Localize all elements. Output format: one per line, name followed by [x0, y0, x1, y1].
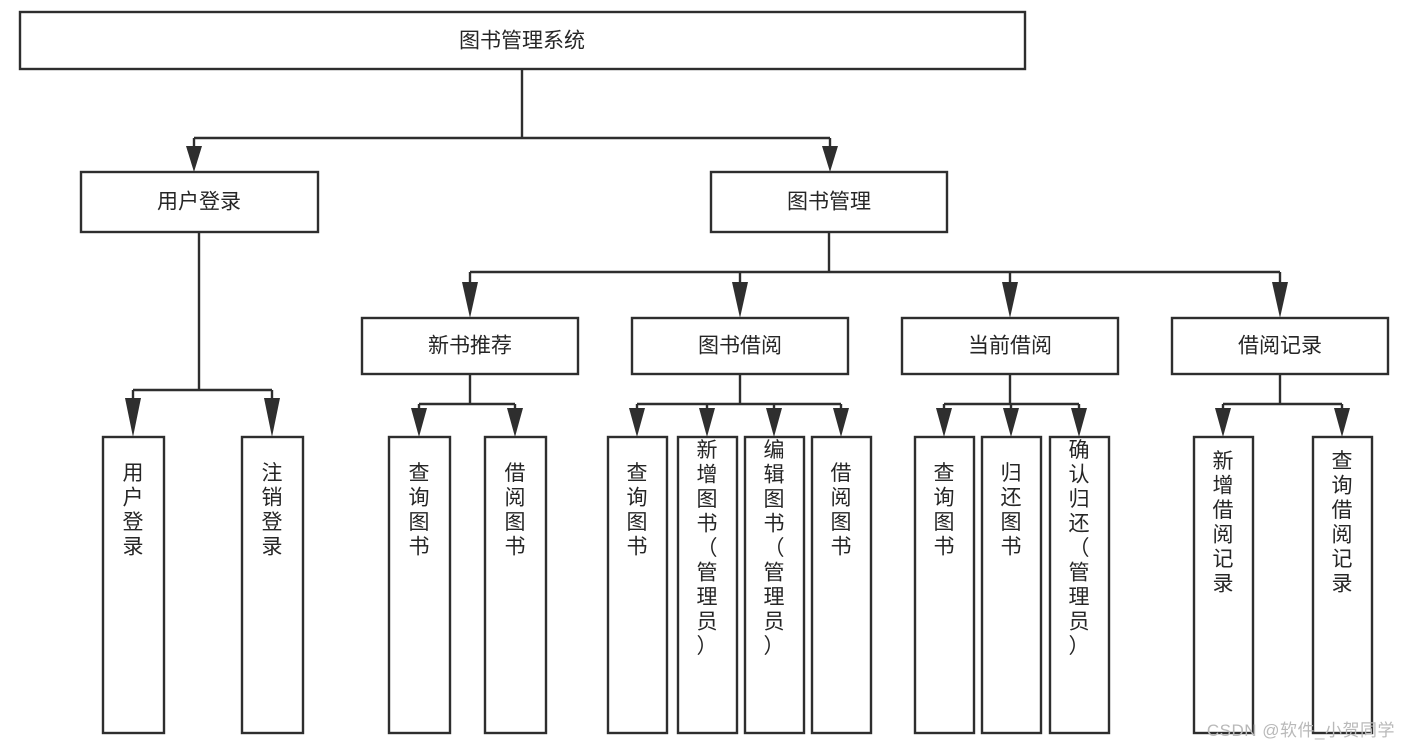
leaf-cb-return-book[interactable]: 归还图书 [980, 435, 1043, 735]
connectors-current-to-leaves [936, 374, 1087, 437]
arrowhead-nb-borrow-book [507, 408, 523, 437]
arrowhead-new-book [462, 282, 478, 318]
arrowhead-br-query-record [1334, 408, 1350, 437]
leaf-logout-label: 注销登录 [262, 462, 283, 559]
node-book-borrow-box[interactable] [630, 316, 850, 376]
connectors-new-book-to-leaves [411, 374, 523, 437]
node-current-borrow-label: 当前借阅 [968, 335, 1052, 358]
node-root-box[interactable] [18, 10, 1027, 71]
leaf-bb-borrow-book[interactable]: 借阅图书 [810, 435, 873, 735]
arrowhead-user-login [186, 146, 202, 172]
leaf-bb-add-book[interactable]: 新增图书（管理员） [676, 435, 739, 735]
node-book-management-label: 图书管理 [787, 191, 871, 214]
leaf-bb-query-book-box[interactable] [606, 435, 669, 735]
leaf-cb-return-book-label: 归还图书 [1001, 462, 1022, 559]
node-borrow-record[interactable]: 借阅记录 [1170, 316, 1390, 376]
node-root[interactable]: 图书管理系统 [18, 10, 1027, 71]
arrowhead-cb-query-book [936, 408, 952, 437]
arrowhead-record [1272, 282, 1288, 318]
arrowhead-br-add-record [1215, 408, 1231, 437]
leaf-cb-confirm-return-label: 确认归还（管理员） [1069, 439, 1090, 658]
leaf-bb-add-book-label: 新增图书（管理员） [697, 439, 718, 658]
leaf-br-query-record[interactable]: 查询借阅记录 [1311, 435, 1374, 735]
arrowhead-bb-query-book [629, 408, 645, 437]
arrowhead-leaf-logout [264, 398, 280, 437]
leaf-br-add-record[interactable]: 新增借阅记录 [1192, 435, 1255, 735]
leaf-cb-query-book[interactable]: 查询图书 [913, 435, 976, 735]
leaf-bb-query-book[interactable]: 查询图书 [606, 435, 669, 735]
node-new-book-recommend-box[interactable] [360, 316, 580, 376]
arrowhead-book-mgmt [822, 146, 838, 172]
node-user-login-box[interactable] [79, 170, 320, 234]
arrowhead-bb-borrow-book [833, 408, 849, 437]
leaf-cb-confirm-return[interactable]: 确认归还（管理员） [1048, 435, 1111, 735]
leaf-nb-borrow-book-box[interactable] [483, 435, 548, 735]
arrowhead-leaf-user-login [125, 398, 141, 437]
leaf-cb-query-book-box[interactable] [913, 435, 976, 735]
leaf-user-login[interactable]: 用户登录 [101, 435, 166, 735]
node-book-management-box[interactable] [709, 170, 949, 234]
node-current-borrow-box[interactable] [900, 316, 1120, 376]
leaf-bb-query-book-label: 查询图书 [627, 462, 648, 559]
leaf-nb-borrow-book-label: 借阅图书 [505, 462, 526, 559]
node-book-management[interactable]: 图书管理 [709, 170, 949, 234]
node-new-book-recommend-label: 新书推荐 [428, 335, 512, 358]
arrowhead-borrow [732, 282, 748, 318]
node-current-borrow[interactable]: 当前借阅 [900, 316, 1120, 376]
connectors-root-to-level2 [186, 69, 838, 172]
leaf-bb-add-book-box[interactable] [676, 435, 739, 735]
leaf-br-query-record-box[interactable] [1311, 435, 1374, 735]
node-user-login[interactable]: 用户登录 [79, 170, 320, 234]
leaf-user-login-box[interactable] [101, 435, 166, 735]
node-book-borrow-label: 图书借阅 [698, 335, 782, 358]
arrowhead-cb-confirm-return [1071, 408, 1087, 437]
leaf-bb-borrow-book-box[interactable] [810, 435, 873, 735]
leaf-bb-edit-book-box[interactable] [743, 435, 806, 735]
arrowhead-bb-add-book [699, 408, 715, 437]
leaf-logout[interactable]: 注销登录 [240, 435, 305, 735]
node-user-login-label: 用户登录 [157, 191, 241, 214]
connectors-record-to-leaves [1215, 374, 1350, 437]
connectors-user-login-to-leaves [125, 232, 280, 437]
node-root-label: 图书管理系统 [459, 30, 585, 53]
arrowhead-cb-return-book [1003, 408, 1019, 437]
leaf-nb-query-book-box[interactable] [387, 435, 452, 735]
leaf-cb-return-book-box[interactable] [980, 435, 1043, 735]
leaf-logout-box[interactable] [240, 435, 305, 735]
leaf-cb-query-book-label: 查询图书 [934, 462, 955, 559]
leaf-nb-query-book[interactable]: 查询图书 [387, 435, 452, 735]
leaf-bb-borrow-book-label: 借阅图书 [831, 462, 852, 559]
leaf-br-add-record-label: 新增借阅记录 [1213, 450, 1234, 596]
arrowhead-nb-query-book [411, 408, 427, 437]
leaf-cb-confirm-return-box[interactable] [1048, 435, 1111, 735]
connectors-borrow-to-leaves [629, 374, 849, 437]
leaf-bb-edit-book-label: 编辑图书（管理员） [764, 439, 785, 658]
leaf-br-add-record-box[interactable] [1192, 435, 1255, 735]
node-borrow-record-label: 借阅记录 [1238, 335, 1322, 358]
leaf-user-login-label: 用户登录 [123, 462, 144, 559]
arrowhead-current [1002, 282, 1018, 318]
arrowhead-bb-edit-book [766, 408, 782, 437]
connectors-book-mgmt-to-level3 [462, 232, 1288, 318]
leaf-nb-borrow-book[interactable]: 借阅图书 [483, 435, 548, 735]
node-new-book-recommend[interactable]: 新书推荐 [360, 316, 580, 376]
leaf-bb-edit-book[interactable]: 编辑图书（管理员） [743, 435, 806, 735]
node-borrow-record-box[interactable] [1170, 316, 1390, 376]
leaf-br-query-record-label: 查询借阅记录 [1332, 450, 1353, 596]
leaf-nb-query-book-label: 查询图书 [409, 462, 430, 559]
node-book-borrow[interactable]: 图书借阅 [630, 316, 850, 376]
